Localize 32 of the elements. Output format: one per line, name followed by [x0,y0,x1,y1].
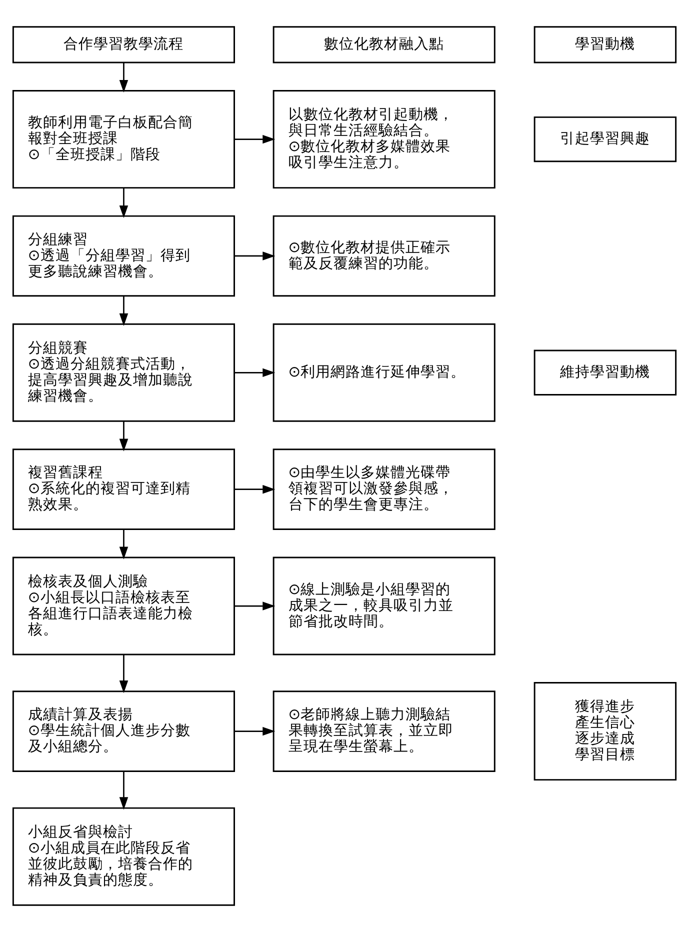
node-box: 引起學習興趣 [534,116,677,162]
arrow [119,654,128,694]
node-box: ⊙利用網路進行延伸學習。 [272,323,496,422]
arrow [234,368,276,378]
node-box: 檢核表及個人測驗 ⊙小組長以口語檢核表至各組進行口語表達能力檢核。 [12,556,235,656]
arrow [119,771,128,810]
arrow [234,602,276,610]
node-box: 教師利用電子白板配合簡報對全班授課 ⊙「全班授課」階段 [12,90,235,189]
node-box: ⊙由學生以多媒體光碟帶領複習可以激發參與感，台下的學生會更專注。 [272,448,496,530]
node-box: 小組反省與檢討 ⊙小組成員在此階段反省並彼此鼓勵，培養合作的精神及負責的態度。 [12,807,235,906]
node-box: 複習舊課程 ⊙系統化的複習可達到精熟效果。 [12,448,235,530]
arrow [234,134,276,144]
arrow [119,530,128,560]
node-box: 維持學習動機 [534,350,677,396]
node-box: 學習動機 [534,26,677,64]
arrow [119,188,128,218]
node-box: 獲得進步產生信心逐步達成學習目標 [534,682,677,781]
node-box: 合作學習教學流程 [12,26,235,64]
node-box: ⊙數位化教材提供正確示範及反覆練習的功能。 [272,215,496,297]
arrow [119,62,128,93]
node-box: 分組競賽 ⊙透過分組競賽式活動，提高學習興趣及增加聽說練習機會。 [12,323,235,422]
node-box: 以數位化教材引起動機，與日常生活經驗結合。 ⊙數位化教材多媒體效果吸引學生注意力。 [272,90,496,189]
node-box: ⊙線上測驗是小組學習的成果之一，較具吸引力並節省批改時間。 [272,556,496,656]
arrow [234,484,276,494]
arrow [234,726,276,736]
node-box: 成績計算及表揚 ⊙學生統計個人進步分數及小組總分。 [12,690,235,772]
arrow [119,296,128,326]
node-box: 數位化教材融入點 [272,26,496,64]
node-box: ⊙老師將線上聽力測驗結果轉換至試算表，並立即呈現在學生螢幕上。 [272,690,496,772]
node-box: 分組練習 ⊙透過「分組學習」得到更多聽說練習機會。 [12,215,235,297]
arrow [119,421,128,452]
arrow [234,252,276,260]
